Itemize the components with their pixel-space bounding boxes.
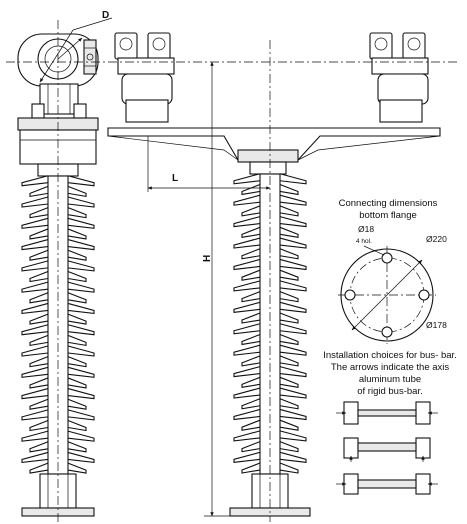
insulator-shed: [241, 226, 299, 238]
busbar-note-line2: The arrows indicate the axis: [331, 362, 450, 373]
right-insulator: [107, 32, 441, 522]
insulator-shed: [233, 451, 307, 463]
insulator-shed: [241, 355, 299, 367]
right-right-clamp: [369, 32, 429, 123]
dim-l-label: L: [172, 173, 178, 184]
insulator-shed: [21, 366, 95, 378]
insulator-shed: [21, 324, 95, 336]
insulator-shed: [241, 376, 299, 388]
insulator-shed: [241, 291, 299, 303]
flange-outer-diameter: Ø220: [426, 234, 447, 244]
insulator-shed: [21, 302, 95, 315]
insulator-shed: [21, 451, 95, 464]
busbar-option-2: [343, 437, 431, 462]
insulator-shed: [241, 248, 299, 260]
insulator-shed: [29, 441, 87, 453]
insulator-shed: [29, 462, 87, 474]
insulator-shed: [29, 249, 87, 261]
busbar-note: Installation choices for bus- bar. The a…: [323, 350, 457, 397]
flange-title-line2: bottom flange: [359, 210, 417, 221]
insulator-shed: [21, 281, 95, 293]
insulator-shed: [241, 205, 299, 217]
insulator-shed: [233, 216, 307, 228]
insulator-shed: [29, 313, 87, 325]
insulator-shed: [233, 301, 307, 313]
insulator-shed: [29, 270, 87, 283]
insulator-shed: [21, 388, 95, 400]
insulator-shed: [233, 344, 307, 356]
insulator-shed: [29, 334, 87, 347]
insulator-shed: [233, 408, 307, 421]
insulator-shed: [233, 237, 307, 249]
busbar-option-3: [336, 473, 438, 495]
insulator-shed: [29, 185, 87, 198]
left-insulator: [17, 20, 99, 522]
insulator-shed: [29, 398, 87, 410]
flange-bolt-hole: [344, 289, 356, 301]
insulator-shed: [29, 377, 87, 389]
insulator-shed: [29, 356, 87, 368]
right-left-clamp: [114, 32, 175, 123]
insulator-shed: [241, 441, 299, 453]
insulator-shed: [29, 292, 87, 304]
insulator-shed: [21, 345, 95, 357]
insulator-shed: [21, 239, 95, 251]
insulator-shed: [233, 323, 307, 335]
flange-title-line1: Connecting dimensions: [339, 198, 438, 209]
insulator-shed: [241, 333, 299, 346]
insulator-shed: [29, 228, 87, 240]
insulator-shed: [21, 260, 95, 272]
insulator-shed: [241, 269, 299, 281]
busbar-note-line1: Installation choices for bus- bar.: [323, 350, 457, 361]
insulator-shed: [233, 366, 307, 378]
insulator-shed: [21, 409, 95, 421]
insulator-shed: [29, 207, 87, 219]
flange-bolt-circle: Ø178: [426, 320, 447, 330]
left-shed-stack: [21, 175, 95, 475]
dimension-lines: D L H: [6, 10, 460, 517]
insulator-shed: [29, 419, 87, 432]
dim-d-label: D: [102, 10, 109, 21]
flange-bolt-hole: [418, 289, 430, 301]
busbar-option-1: [336, 401, 438, 425]
insulator-shed: [233, 258, 307, 271]
busbar-note-line3: aluminum tube: [359, 374, 421, 385]
flange-hole-count: 4 hol.: [356, 238, 372, 245]
insulator-shed: [233, 173, 307, 185]
insulator-shed: [21, 175, 95, 187]
insulator-shed: [21, 196, 95, 208]
insulator-shed: [241, 419, 299, 431]
insulator-shed: [21, 430, 95, 442]
insulator-shed: [233, 280, 307, 292]
flange-bolt-hole: [381, 326, 393, 338]
flange-detail: Connecting dimensions bottom flange Ø18 …: [338, 198, 447, 344]
insulator-shed: [241, 398, 299, 410]
insulator-shed: [233, 387, 307, 399]
insulator-shed: [21, 217, 95, 229]
insulator-shed: [241, 312, 299, 324]
flange-hole-diameter: Ø18: [358, 224, 374, 234]
dim-h-label: H: [202, 255, 213, 262]
insulator-shed: [233, 430, 307, 442]
busbar-note-line4: of rigid bus-bar.: [357, 386, 422, 397]
insulator-shed: [233, 194, 307, 206]
insulator-shed: [241, 462, 299, 474]
